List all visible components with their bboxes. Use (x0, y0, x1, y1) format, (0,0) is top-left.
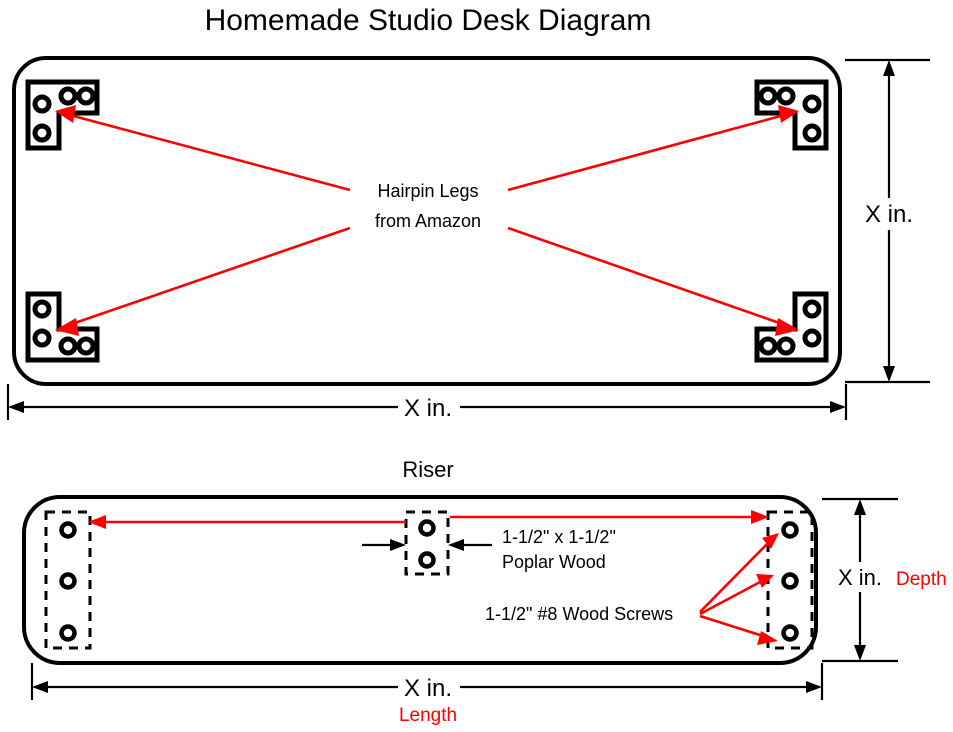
bracket-hole (802, 123, 822, 143)
screw-hole (418, 551, 436, 569)
poplar-width-callout-arrows (362, 539, 492, 551)
desktop-height-label: X in. (865, 201, 913, 228)
riser-length-dimension: X in. Length (30, 663, 824, 726)
arrow-head (55, 105, 76, 123)
riser-section-title: Riser (402, 457, 453, 482)
poplar-wood-leader-right (450, 510, 769, 524)
hairpin-legs-label-line1: Hairpin Legs (377, 181, 478, 201)
arrow-head (756, 574, 774, 588)
arrow-head (883, 366, 895, 382)
arrow-head (757, 631, 778, 645)
leader-line (507, 112, 789, 192)
riser-length-label: X in. (404, 675, 452, 702)
bracket-bottom-right (754, 291, 829, 363)
riser-holes-right (766, 510, 814, 650)
leader-line (699, 540, 771, 613)
riser-outline (22, 495, 818, 665)
bracket-hole (58, 336, 78, 356)
arrow-head (55, 318, 79, 336)
bracket-hole (776, 86, 796, 106)
leader-line (507, 226, 789, 328)
hairpin-legs-label-line2: from Amazon (375, 211, 481, 231)
arrow-head (830, 401, 846, 413)
dimension-text-mask (833, 562, 887, 592)
screw-hole (781, 521, 799, 539)
bracket-hole (758, 336, 778, 356)
bracket-hole (76, 86, 96, 106)
screw-hole (59, 521, 77, 539)
arrow-head (32, 681, 48, 693)
bracket-hole (802, 328, 822, 348)
leader-line (699, 614, 767, 639)
bracket-top-right (754, 79, 829, 151)
bracket-hole (776, 336, 796, 356)
desktop-width-dimension: X in. (6, 384, 848, 423)
leader-line (65, 112, 351, 192)
dimension-text-mask (863, 198, 917, 230)
poplar-wood-label-line1: 1-1/2" x 1-1/2" (502, 527, 616, 547)
arrow-head (88, 515, 106, 529)
arrow-head (762, 533, 779, 549)
bracket-hole (32, 123, 52, 143)
bracket-hole (76, 336, 96, 356)
riser-depth-note: Depth (896, 569, 947, 590)
arrow-head (8, 401, 24, 413)
screw-hole (781, 572, 799, 590)
bracket-hole (58, 86, 78, 106)
bracket-hole (758, 86, 778, 106)
arrow-head (854, 499, 866, 515)
desktop-height-dimension: X in. (845, 58, 930, 384)
page-title: Homemade Studio Desk Diagram (205, 4, 652, 37)
bracket-hole (32, 299, 52, 319)
leader-line (65, 226, 351, 328)
bracket-hole (802, 94, 822, 114)
bracket-hole (32, 94, 52, 114)
desktop-outline (12, 56, 842, 386)
screw-hole (418, 519, 436, 537)
screw-hole (59, 572, 77, 590)
poplar-wood-leader-left (88, 515, 406, 529)
dimension-text-mask (398, 391, 460, 423)
desktop-width-label: X in. (404, 395, 452, 422)
riser-depth-dimension: X in. Depth (822, 497, 947, 663)
screw-hole (781, 624, 799, 642)
bracket-hole (32, 328, 52, 348)
arrow-head (775, 318, 799, 336)
arrow-head (751, 510, 769, 524)
bracket-hole (802, 299, 822, 319)
arrow-head (778, 105, 799, 123)
arrow-head (806, 681, 822, 693)
riser-dashed-box-middle (404, 510, 450, 576)
leader-line (699, 579, 763, 616)
arrow-head (390, 539, 406, 551)
riser-length-note: Length (399, 705, 457, 726)
riser-holes-middle (404, 510, 450, 576)
riser-depth-label: X in. (838, 565, 882, 590)
riser-holes-left (44, 510, 92, 650)
arrow-head (854, 645, 866, 661)
riser-dashed-box-left (44, 510, 92, 650)
arrow-head (448, 539, 464, 551)
poplar-wood-label-line2: Poplar Wood (502, 552, 606, 572)
arrow-head (883, 60, 895, 76)
hairpin-legs-leader-arrows (55, 105, 799, 336)
screw-hole (59, 624, 77, 642)
wood-screws-label: 1-1/2" #8 Wood Screws (485, 604, 673, 624)
dimension-text-mask (398, 671, 460, 703)
wood-screws-leader-arrows (699, 533, 779, 645)
